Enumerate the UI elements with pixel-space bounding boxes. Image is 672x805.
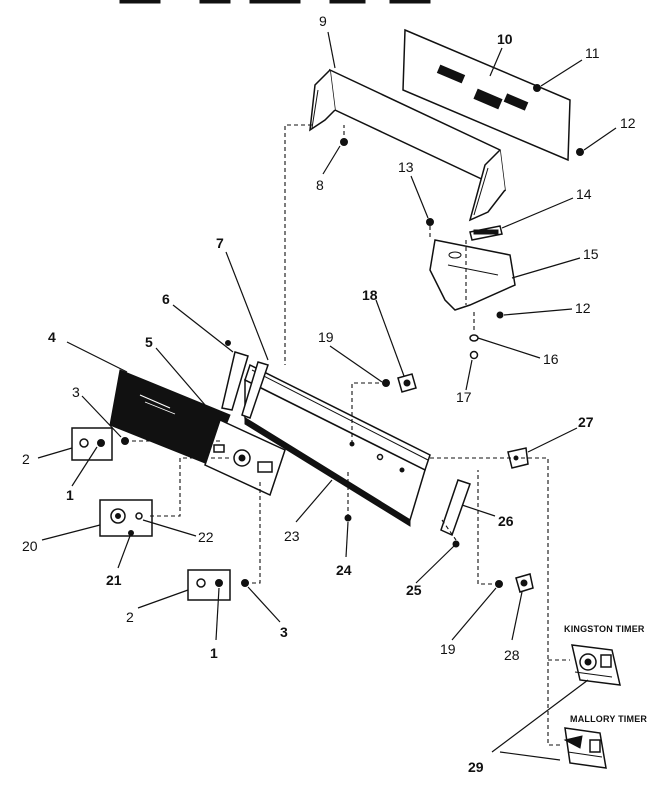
mallory-timer-label: MALLORY TIMER — [570, 714, 647, 724]
callout-21: 21 — [106, 572, 122, 588]
nut-part-17 — [469, 350, 479, 360]
washer-part-16 — [469, 334, 479, 342]
end-bracket-part-26 — [440, 479, 471, 537]
kingston-timer-label: KINGSTON TIMER — [564, 624, 645, 634]
console-hole-3 — [399, 467, 405, 473]
mallory-timer-part-29 — [563, 727, 607, 769]
callout-23: 23 — [284, 528, 300, 544]
callout-12-top: 12 — [620, 115, 636, 131]
kingston-timer-part-29 — [571, 644, 621, 686]
callout-2-lower: 2 — [126, 609, 134, 625]
assembly-lines — [125, 124, 570, 746]
callout-1-lower: 1 — [210, 645, 218, 661]
switch-part-28 — [515, 573, 534, 593]
callout-17: 17 — [456, 389, 472, 405]
callout-15: 15 — [583, 246, 599, 262]
screw-part-12-top — [576, 148, 584, 156]
callout-9: 9 — [319, 13, 327, 29]
callout-5: 5 — [145, 334, 153, 350]
callout-1-upper: 1 — [66, 487, 74, 503]
screw-part-13 — [426, 218, 434, 226]
callout-18: 18 — [362, 287, 378, 303]
screw-part-21 — [128, 530, 134, 536]
callout-29: 29 — [468, 759, 484, 775]
screw-part-12-bracket — [496, 311, 504, 319]
bracket-part-15 — [429, 239, 516, 311]
callout-28: 28 — [504, 647, 520, 663]
clip-part-14 — [469, 225, 503, 241]
callout-labels: 9 10 11 12 8 13 14 15 12 16 17 18 19 7 6… — [22, 13, 647, 775]
screw-part-6-top — [225, 340, 231, 346]
callout-27: 27 — [578, 414, 594, 430]
console-hood-part-9 — [309, 68, 506, 222]
screw-part-11 — [533, 84, 541, 92]
back-panel-part-10 — [402, 28, 571, 162]
callout-2-upper: 2 — [22, 451, 30, 467]
callout-6: 6 — [162, 291, 170, 307]
knob-plate-part-2-lower — [187, 569, 231, 601]
callout-19-upper: 19 — [318, 329, 334, 345]
callout-8: 8 — [316, 177, 324, 193]
callout-16: 16 — [543, 351, 559, 367]
callout-19-lower: 19 — [440, 641, 456, 657]
selector-plate-part-20 — [99, 499, 153, 537]
end-bracket-part-6 — [221, 351, 249, 411]
title-remnant — [119, 0, 431, 4]
callout-13: 13 — [398, 159, 414, 175]
callout-20: 20 — [22, 538, 38, 554]
switch-part-18 — [397, 373, 417, 393]
callout-26: 26 — [498, 513, 514, 529]
callout-22: 22 — [198, 529, 214, 545]
callout-11: 11 — [585, 45, 600, 61]
console-part-7 — [241, 361, 431, 527]
callout-7: 7 — [216, 235, 224, 251]
callout-3-upper: 3 — [72, 384, 80, 400]
control-panel-part-5 — [204, 418, 286, 497]
callout-12-bracket: 12 — [575, 300, 591, 316]
callout-10: 10 — [497, 31, 513, 47]
leader-lines — [37, 31, 617, 761]
callout-25: 25 — [406, 582, 422, 598]
callout-24: 24 — [336, 562, 352, 578]
screw-part-25 — [452, 540, 460, 548]
callout-4: 4 — [48, 329, 56, 345]
callout-3-lower: 3 — [280, 624, 288, 640]
console-hole-2 — [376, 453, 384, 461]
callout-14: 14 — [576, 186, 592, 202]
